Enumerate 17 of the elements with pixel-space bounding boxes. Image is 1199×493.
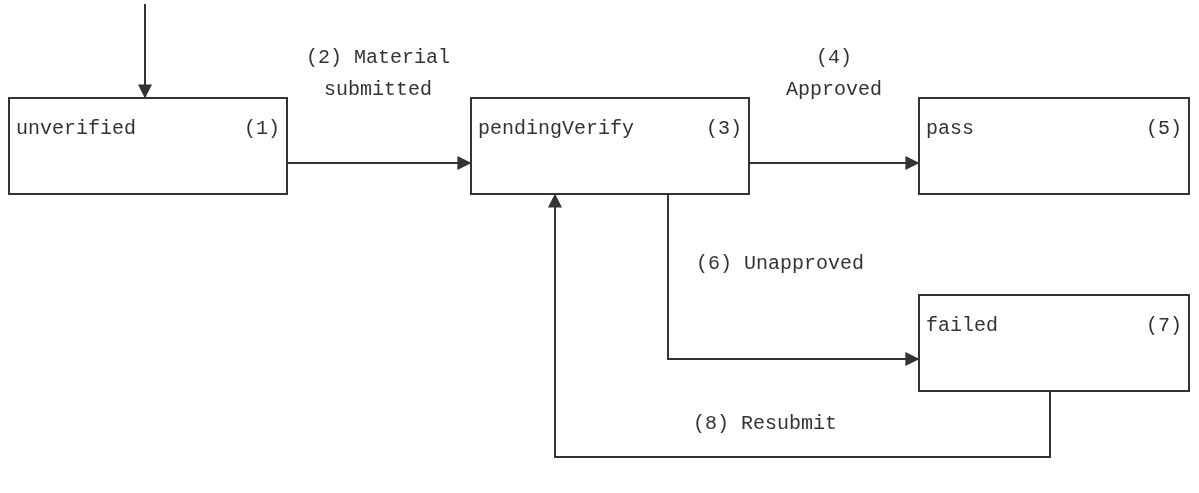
arrow	[548, 193, 1051, 458]
state-box	[918, 97, 1190, 195]
state-number: (7)	[1146, 314, 1182, 337]
state-box	[918, 294, 1190, 392]
state-name: failed	[926, 314, 998, 337]
arrow	[138, 3, 152, 99]
state-number: (5)	[1146, 117, 1182, 140]
state-name: unverified	[16, 117, 137, 140]
state-number: (3)	[706, 117, 742, 140]
state-box	[8, 97, 288, 195]
arrow	[667, 194, 920, 366]
state-name: pass	[926, 117, 974, 140]
state-name: pendingVerify	[478, 117, 635, 140]
arrow	[287, 156, 472, 170]
arrow	[749, 156, 920, 170]
state-box	[470, 97, 750, 195]
state-number: (1)	[244, 117, 280, 140]
